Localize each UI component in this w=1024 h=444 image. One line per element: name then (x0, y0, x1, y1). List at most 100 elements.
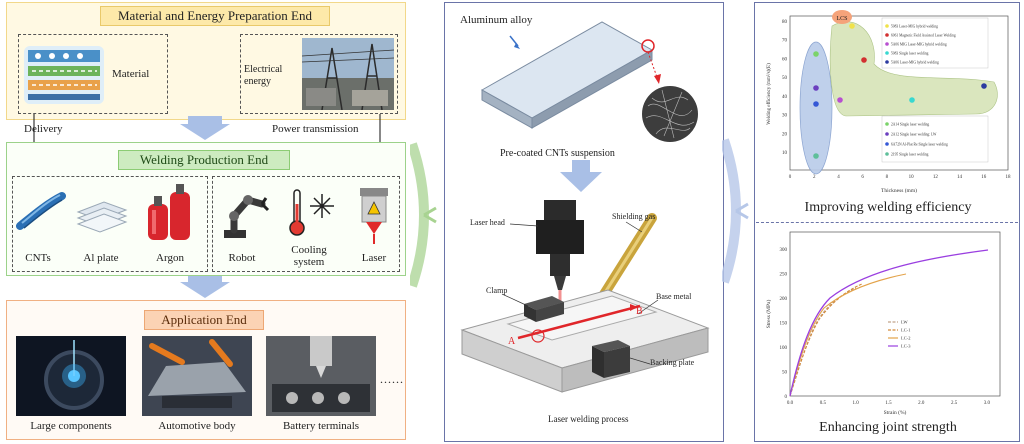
y-tick-label: 40 (782, 95, 788, 100)
legend-marker (885, 142, 889, 146)
x-tick-label: 14 (957, 175, 963, 180)
argon-label: Argon (156, 252, 184, 264)
legend-marker (885, 42, 889, 46)
laser-head-label: Laser head (470, 218, 505, 227)
power-tower-photo (302, 38, 394, 110)
x-tick-label: 6 (861, 175, 864, 180)
lc-2-curve (789, 273, 907, 397)
legend-entry: LC-3 (901, 344, 911, 349)
legend-entry: 6A72N Al-Plat Re Single laser welding (891, 143, 948, 147)
x-tick-label: 1.5 (885, 401, 892, 406)
argon-cylinders-icon (148, 184, 190, 240)
legend-entry: 5083 Laser-MIG hybrid welding (891, 25, 938, 29)
chart-point (849, 23, 855, 29)
battery-terminals-photo (266, 336, 376, 416)
chevron-right-icon (410, 142, 437, 288)
x-tick-label: 12 (933, 175, 939, 180)
battery-terminals-label: Battery terminals (282, 420, 360, 432)
x-tick-label: 2.0 (918, 401, 925, 406)
robot-label: Robot (228, 252, 256, 264)
legend-entry: 2A12 Single laser welding: LW (891, 133, 937, 137)
enhancing-strength-caption: Enhancing joint strength (819, 420, 957, 435)
x-tick-label: 1.0 (853, 401, 860, 406)
legend-marker (885, 122, 889, 126)
x-tick-label: 2 (813, 175, 816, 180)
power-transmission-label: Power transmission (272, 123, 359, 135)
laser-welding-process-label: Laser welding process (548, 414, 629, 424)
y-tick-label: 100 (780, 346, 788, 351)
cooling-system-label: Cooling system (291, 244, 327, 268)
material-energy-title: Material and Energy Preparation End (100, 6, 330, 26)
application-title: Application End (144, 310, 264, 330)
y-tick-label: 20 (782, 132, 788, 137)
y-tick-label: 10 (782, 151, 788, 156)
y-tick-label: 250 (780, 273, 788, 278)
legend-marker (885, 132, 889, 136)
y-tick-label: 50 (782, 371, 788, 376)
y-tick-label: 200 (780, 297, 788, 302)
laser-label: Laser (361, 252, 387, 264)
legend-marker (885, 60, 889, 64)
y-tick-label: 30 (782, 114, 788, 119)
chart-point (813, 51, 819, 57)
x-tick-label: 4 (837, 175, 840, 180)
x-tick-label: 18 (1006, 175, 1012, 180)
chart-point (813, 85, 819, 91)
y-tick-label: 80 (782, 20, 788, 25)
cnts-suspension-label: Pre-coated CNTs suspension (500, 148, 615, 159)
material-factory-illustration (24, 46, 104, 104)
legend-entry: LC-1 (901, 328, 911, 333)
legend-marker (885, 152, 889, 156)
legend-entry: 5A06 Laser-MIG hybrid welding (891, 61, 939, 65)
legend-entry: 5A06 MIG Laser-MIG hybrid welding (891, 43, 947, 47)
chart-point (837, 97, 843, 103)
laser-welding-setup-illustration (460, 200, 710, 393)
shielding-gas-label: Shielding gas (612, 212, 656, 221)
strength-y-axis-label: Stress (MPa) (765, 300, 772, 329)
lc-1-curve (789, 283, 863, 397)
chart-point (981, 83, 987, 89)
welding-equipment-box (212, 176, 400, 272)
legend-entry: 2195 Single laser welding (891, 153, 929, 157)
legend-marker (885, 24, 889, 28)
electrical-energy-label: Electrical energy (244, 64, 283, 87)
lcs-badge: LCS (836, 16, 847, 22)
legend-entry: 2A14 Single laser welding (891, 123, 929, 127)
clamp-label: Clamp (486, 286, 508, 295)
backing-plate-label: Backing plate (650, 358, 695, 367)
chevron-right-icon-2 (722, 138, 749, 284)
x-tick-label: 0.0 (787, 401, 794, 406)
chart-point (861, 57, 867, 63)
legend-marker (885, 51, 889, 55)
laser-icon (360, 188, 388, 244)
delivery-label: Delivery (24, 123, 63, 135)
aluminum-plate-illustration (480, 21, 698, 142)
lw-curve (789, 287, 857, 397)
welding-materials-box (12, 176, 208, 272)
thermometer-snowflake-icon (289, 189, 334, 236)
legend-entry: 5083 Single laser welding (891, 52, 929, 56)
material-box (18, 34, 168, 114)
automotive-body-label: Automotive body (158, 420, 236, 432)
robot-arm-icon (224, 195, 270, 238)
right-panel-divider (756, 222, 1018, 223)
chart-point (813, 101, 819, 107)
x-tick-label: 16 (981, 175, 987, 180)
lc-3-curve (789, 249, 989, 397)
cnts-label: CNTs (25, 252, 51, 264)
chart-point (813, 153, 819, 159)
legend-entry: LC-2 (901, 336, 911, 341)
automotive-body-photo (142, 336, 252, 416)
al-plate-icon (76, 201, 128, 233)
x-tick-label: 0.5 (820, 401, 827, 406)
efficiency-x-axis-label: Thickness (mm) (881, 187, 917, 194)
al-plate-label: Al plate (83, 252, 119, 264)
large-components-label: Large components (30, 420, 112, 432)
y-tick-label: 150 (780, 322, 788, 327)
y-tick-label: 70 (782, 39, 788, 44)
y-tick-label: 0 (785, 395, 788, 400)
cnts-icon (16, 192, 66, 230)
efficiency-y-axis-label: Welding efficiency (mm²/s)(E) (766, 63, 772, 125)
improving-efficiency-caption: Improving welding efficiency (804, 200, 972, 215)
